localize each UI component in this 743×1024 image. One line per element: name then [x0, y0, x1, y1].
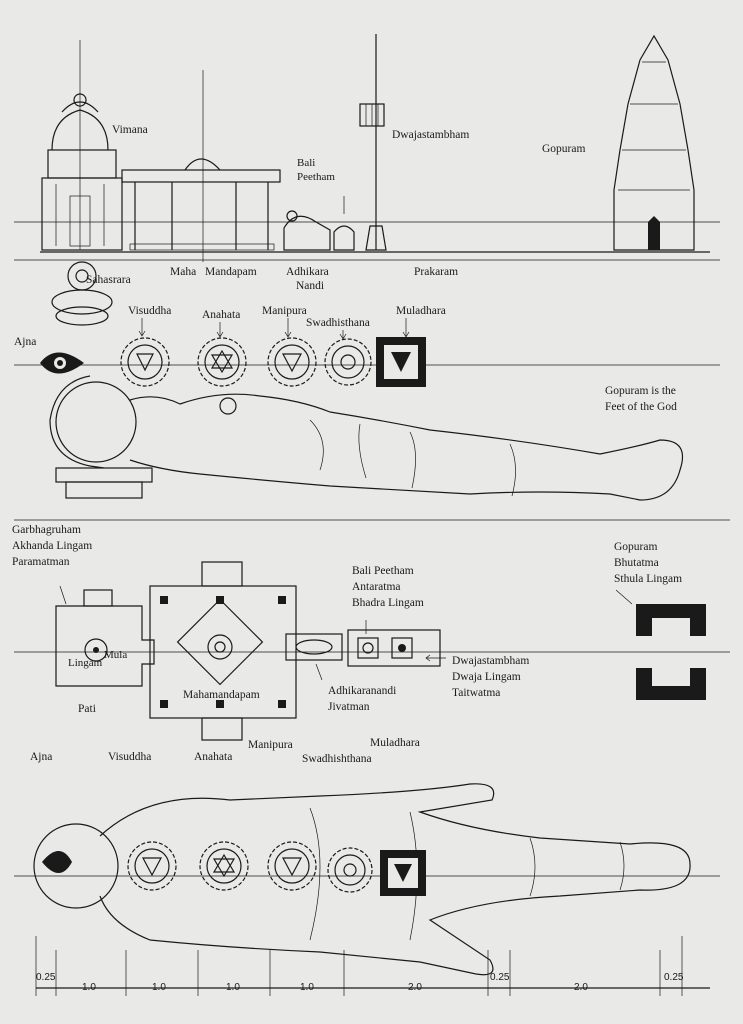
top-visuddha-chakra — [127, 841, 177, 891]
top-manipura-chakra — [267, 841, 317, 891]
reclining-body-side: Sahasrara Ajna Visuddha Anahata Manipura… — [14, 261, 720, 501]
scale-label-2: 1.0 — [152, 982, 166, 993]
label-sthula-lingam: Sthula Lingam — [614, 573, 682, 585]
scale-label-3: 1.0 — [226, 982, 240, 993]
gopuram-plan — [615, 589, 706, 700]
scale-label-4: 1.0 — [300, 982, 314, 993]
adhikaranandi-plan — [285, 633, 343, 681]
label-top-anahata: Anahata — [194, 751, 232, 763]
label-top-visuddha: Visuddha — [108, 751, 151, 763]
maha-mandapam-drawing — [121, 70, 281, 262]
swadhisthana-chakra — [324, 338, 372, 386]
scale-label-6: 0.25 — [490, 972, 510, 983]
anahata-chakra — [197, 337, 247, 387]
label-bali-peetham-line2: Peetham — [297, 171, 335, 183]
label-jivatman: Jivatman — [328, 701, 370, 713]
label-top-muladhara: Muladhara — [370, 737, 420, 749]
temple-elevation: Vimana Bali Peetham Dwajastambham Gopura… — [14, 34, 720, 292]
label-top-ajna: Ajna — [30, 751, 52, 763]
label-garbhagruham: Garbhagruham — [12, 524, 81, 536]
mahamandapam-plan — [149, 561, 297, 741]
visuddha-chakra — [120, 337, 170, 387]
sahasrara-chakra — [51, 261, 113, 326]
manipura-chakra — [267, 337, 317, 387]
label-visuddha: Visuddha — [128, 305, 171, 317]
dwajastambham-drawing — [359, 34, 387, 251]
label-taitwatma: Taitwatma — [452, 687, 500, 699]
scale-label-0: 0.25 — [36, 972, 56, 983]
label-adhikaranandi: Adhikaranandi — [328, 685, 396, 697]
label-muladhara: Muladhara — [396, 305, 446, 317]
label-top-manipura: Manipura — [248, 739, 293, 751]
label-mula: Mula — [104, 649, 127, 661]
label-akhanda-lingam: Akhanda Lingam — [12, 540, 92, 552]
vimana-drawing — [41, 40, 123, 251]
label-paramatman: Paramatman — [12, 556, 70, 568]
note-gopuram-line2: Feet of the God — [605, 401, 677, 413]
label-mandapam: Mandapam — [205, 266, 257, 278]
label-dwajastambham-plan: Dwajastambham — [452, 655, 529, 667]
scale-label-7: 2.0 — [574, 982, 588, 993]
label-manipura: Manipura — [262, 305, 307, 317]
label-pati: Pati — [78, 703, 96, 715]
label-bhutatma: Bhutatma — [614, 557, 659, 569]
label-top-swadhishthana: Swadhishthana — [302, 753, 372, 765]
adhikara-nandi-drawing — [283, 210, 331, 251]
label-swadhisthana: Swadhisthana — [306, 317, 370, 329]
label-maha: Maha — [170, 266, 196, 278]
scale-label-8: 0.25 — [664, 972, 684, 983]
muladhara-chakra — [376, 337, 426, 387]
label-bhadra-lingam: Bhadra Lingam — [352, 597, 424, 609]
side-figure-drawing — [49, 375, 684, 501]
note-gopuram-line1: Gopuram is the — [605, 385, 676, 397]
label-dwaja-lingam: Dwaja Lingam — [452, 671, 521, 683]
gopuram-drawing — [613, 34, 695, 251]
top-muladhara-chakra — [380, 850, 426, 896]
label-ajna: Ajna — [14, 336, 36, 348]
scale-bar: 0.25 1.0 1.0 1.0 1.0 2.0 0.25 2.0 0.25 — [35, 936, 710, 996]
label-bali-peetham: Bali Peetham — [352, 565, 414, 577]
scale-label-1: 1.0 — [82, 982, 96, 993]
label-sahasrara: Sahasrara — [86, 274, 131, 286]
label-bali-peetham-line1: Bali — [297, 157, 315, 169]
label-anahata: Anahata — [202, 309, 240, 321]
label-antaratma: Antaratma — [352, 581, 401, 593]
scale-label-5: 2.0 — [408, 982, 422, 993]
temple-plan: Garbhagruham Akhanda Lingam Paramatman M… — [12, 519, 730, 741]
top-swadhisthana-chakra — [327, 847, 373, 893]
label-prakaram: Prakaram — [414, 266, 458, 278]
label-gopuram: Gopuram — [542, 143, 585, 155]
bali-dwaja-plan — [347, 620, 446, 667]
ajna-chakra — [40, 352, 84, 374]
label-dwajastambham: Dwajastambham — [392, 129, 469, 141]
label-adhikara: Adhikara — [286, 266, 329, 278]
label-nandi: Nandi — [296, 280, 324, 292]
bali-peetham-drawing — [333, 196, 355, 251]
label-lingam: Lingam — [68, 657, 103, 669]
label-gopuram-plan: Gopuram — [614, 541, 657, 553]
label-vimana: Vimana — [112, 124, 148, 136]
reclining-body-top: Ajna Visuddha Anahata Manipura Swadhisht… — [14, 737, 720, 976]
garbhagruham-plan — [55, 585, 155, 687]
label-mahamandapam: Mahamandapam — [183, 689, 260, 701]
top-figure-drawing — [33, 783, 691, 976]
top-anahata-chakra — [199, 841, 249, 891]
